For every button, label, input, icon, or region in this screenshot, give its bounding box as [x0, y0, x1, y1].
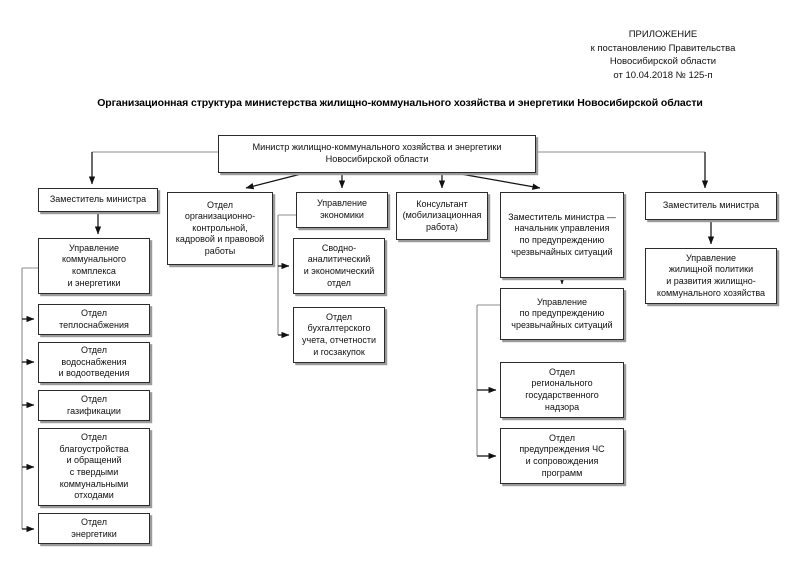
node-housing-policy-directorate[interactable]: Управление жилищной политики и развития … — [645, 248, 777, 304]
node-department-organizational-work[interactable]: Отдел организационно- контрольной, кадро… — [167, 192, 273, 265]
header-line-2: к постановлению Правительства — [590, 42, 736, 54]
node-deputy-minister-1[interactable]: Заместитель министра — [38, 188, 158, 212]
header-line-4: от 10.04.2018 № 125-п — [613, 69, 713, 81]
node-department-improvement-waste[interactable]: Отдел благоустройства и обращений с твер… — [38, 428, 150, 506]
page-title: Организационная структура министерства ж… — [97, 97, 703, 109]
node-communal-complex-directorate[interactable]: Управление коммунального комплекса и эне… — [38, 238, 150, 294]
node-deputy-minister-3[interactable]: Заместитель министра — [645, 192, 777, 220]
node-economics-directorate[interactable]: Управление экономики — [296, 192, 388, 228]
node-department-heat-supply[interactable]: Отдел теплоснабжения — [38, 304, 150, 335]
node-department-regional-state-supervision[interactable]: Отдел регионального государственного над… — [500, 362, 624, 418]
node-emergency-prevention-directorate[interactable]: Управление по предупреждению чрезвычайны… — [500, 288, 624, 340]
header-line-3: Новосибирской области — [609, 56, 717, 67]
node-department-emergency-programs[interactable]: Отдел предупреждения ЧС и сопровождения … — [500, 428, 624, 484]
header-line-1: ПРИЛОЖЕНИЕ — [628, 29, 698, 40]
node-department-energy[interactable]: Отдел энергетики — [38, 513, 150, 544]
node-department-analytics-economics[interactable]: Сводно- аналитический и экономический от… — [293, 238, 385, 294]
node-deputy-minister-emergency-chief[interactable]: Заместитель министра — начальник управле… — [500, 192, 624, 278]
document-header: ПРИЛОЖЕНИЕ к постановлению Правительства… — [548, 28, 778, 82]
node-minister[interactable]: Министр жилищно-коммунального хозяйства … — [218, 135, 536, 173]
node-department-accounting-procurement[interactable]: Отдел бухгалтерского учета, отчетности и… — [293, 307, 385, 363]
node-department-water-supply[interactable]: Отдел водоснабжения и водоотведения — [38, 342, 150, 383]
node-department-gasification[interactable]: Отдел газификации — [38, 390, 150, 421]
node-consultant-mobilization[interactable]: Консультант (мобилизационная работа) — [396, 192, 488, 240]
